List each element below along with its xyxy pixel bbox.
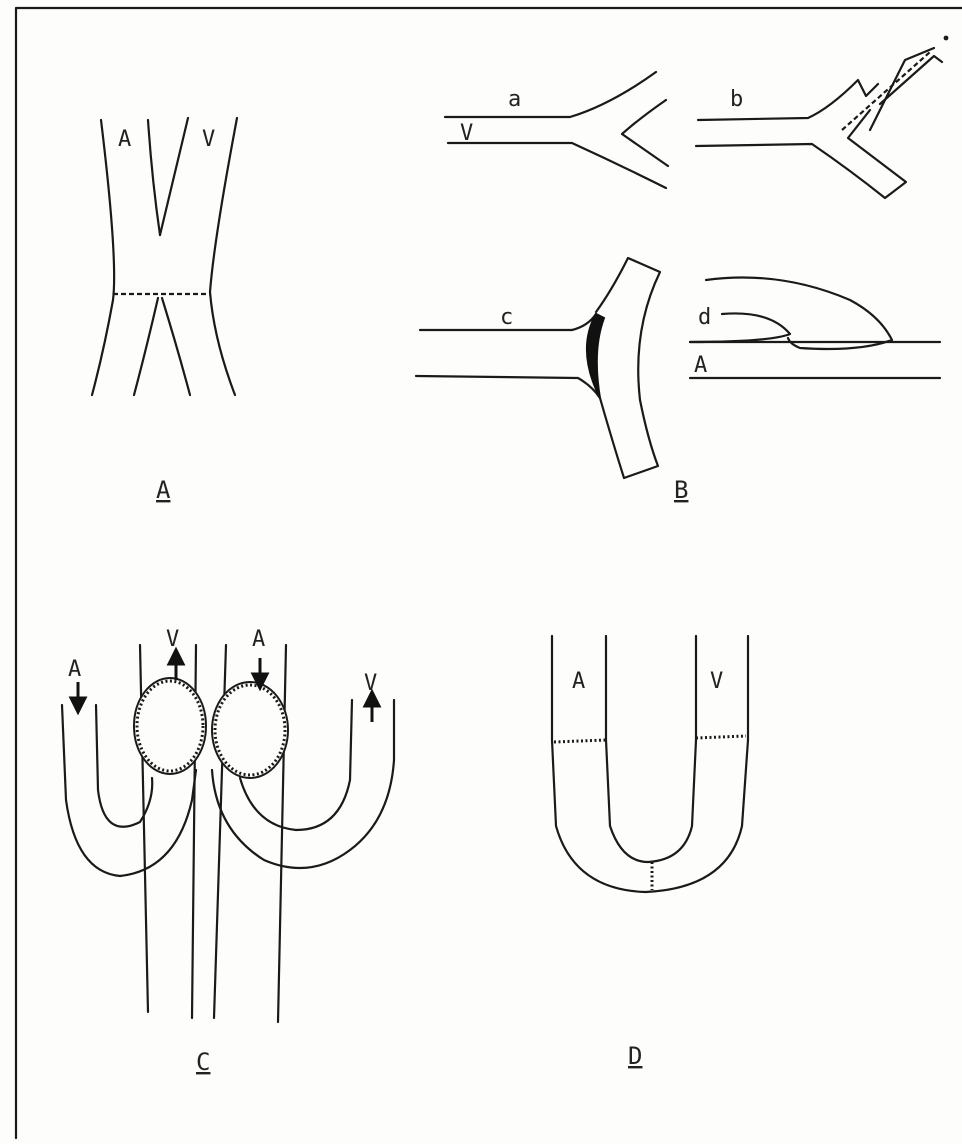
panel-b-b-scissors	[870, 48, 942, 130]
panel-d-suture-right	[696, 736, 746, 738]
panel-b-c-branch-outer	[596, 258, 660, 478]
panel-c-arrow-up-v-right	[365, 692, 379, 722]
panel-b-label-v: V	[460, 121, 473, 146]
panel-c-arrow-up-v-left	[169, 650, 183, 680]
panel-b-a-bottom	[448, 143, 666, 188]
panel-a: A V A	[92, 118, 237, 504]
panel-c: A V A V C	[62, 627, 394, 1076]
panel-a-outer-left	[92, 120, 114, 395]
panel-d-suture-left	[554, 740, 606, 742]
panel-c-label-a-left: A	[68, 657, 81, 682]
panel-b-label-d: d	[698, 305, 711, 330]
panel-b: a V b c d A B	[416, 36, 948, 504]
panel-d-label-vein: V	[710, 669, 723, 694]
panel-a-label-artery: A	[118, 127, 131, 152]
panel-c-right-anastomosis	[212, 682, 288, 778]
panel-a-outer-right	[210, 118, 237, 395]
panel-b-label-a: a	[508, 87, 521, 112]
panel-b-sub-b: b	[696, 36, 948, 198]
panel-b-label-c: c	[500, 305, 513, 330]
panel-d-label-artery: A	[572, 669, 585, 694]
panel-a-inner-a	[148, 120, 160, 235]
panel-d-caption: D	[628, 1042, 642, 1070]
panel-b-sub-d: d A	[690, 278, 940, 379]
panel-b-a-crotch	[622, 100, 668, 166]
panel-d: A V D	[552, 636, 748, 1070]
panel-b-a-top	[445, 72, 656, 117]
panel-a-lower-left	[134, 298, 158, 395]
panel-c-label-a-right: A	[252, 627, 265, 652]
panel-b-c-bottom	[416, 376, 600, 398]
panel-b-b-scissors-dot	[944, 36, 949, 41]
panel-a-lower-right	[162, 298, 190, 395]
panel-c-left-anastomosis	[134, 678, 206, 774]
panel-a-caption: A	[156, 476, 171, 504]
panel-b-b-cut-line	[842, 52, 930, 130]
panel-d-inner-u	[606, 636, 696, 862]
panel-a-inner-v	[160, 118, 188, 235]
panel-a-label-vein: V	[202, 127, 215, 152]
panel-b-sub-c: c	[416, 258, 660, 478]
panel-c-label-v-left: V	[166, 627, 179, 652]
panel-b-label-b: b	[730, 87, 743, 112]
panel-c-caption: C	[196, 1048, 210, 1076]
panel-b-b-top	[698, 80, 878, 120]
panel-b-sub-a: a V	[445, 72, 668, 188]
panel-b-label-artery: A	[694, 353, 707, 378]
panel-c-label-v-right: V	[364, 671, 377, 696]
panel-c-arrow-down-a-left	[71, 682, 85, 712]
figure-border	[16, 8, 962, 1138]
panel-b-caption: B	[674, 476, 688, 504]
